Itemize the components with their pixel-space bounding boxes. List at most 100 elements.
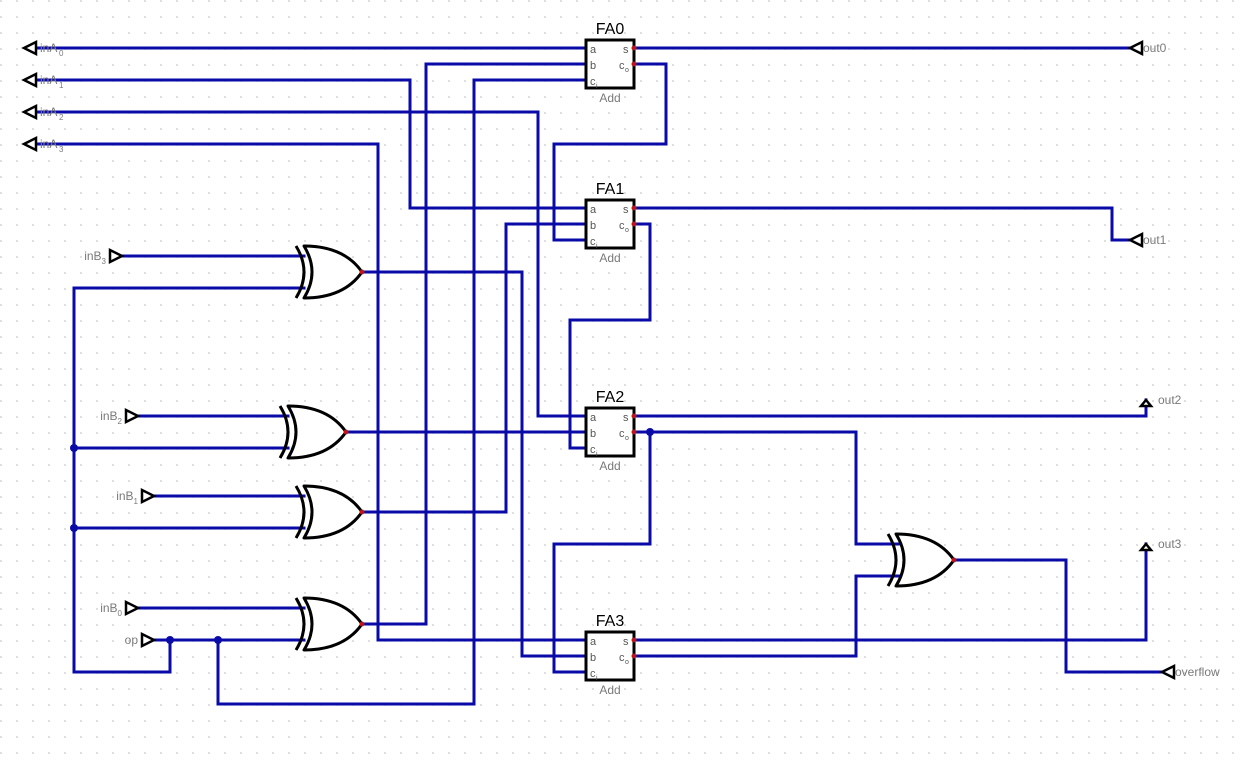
adder-port-a: a: [590, 636, 597, 648]
adder-title: FA2: [596, 389, 625, 406]
adder-port-s: s: [623, 412, 629, 424]
pin-name: inB: [116, 489, 133, 503]
adder-port-ci: c: [590, 444, 596, 456]
wire-inA1[interactable]: [30, 78, 588, 210]
adder-port-ci-sub: i: [596, 83, 598, 90]
pin-op[interactable]: op: [125, 631, 157, 649]
pin-name: inB: [100, 601, 117, 615]
junction-dot: [214, 636, 222, 644]
pin-subscript: 0: [118, 609, 123, 618]
pin-label: inA: [40, 73, 57, 87]
pin-inB3[interactable]: inB3: [84, 247, 125, 266]
pin-out2[interactable]: out2: [1138, 393, 1182, 408]
adder-fa0[interactable]: FA0 a b c i s c o Add: [584, 21, 637, 105]
pin-label: out2: [1158, 393, 1182, 407]
pin-subscript: 2: [59, 113, 64, 122]
adder-port-s: s: [623, 44, 629, 56]
adder-port-co: c: [619, 60, 625, 72]
pin-subscript: 3: [102, 257, 107, 266]
pin-label: inA: [40, 41, 57, 55]
pin-inA2[interactable]: inA 2: [21, 103, 64, 122]
adder-port-ci-sub: i: [596, 243, 598, 250]
adder-kind: Add: [599, 459, 620, 473]
adder-port-co: c: [619, 428, 625, 440]
xor-gate-1[interactable]: [294, 484, 365, 540]
adder-port-s: s: [623, 636, 629, 648]
adder-port-ci: c: [590, 76, 596, 88]
adder-fa2[interactable]: FA2 a b c i s c o Add: [584, 389, 637, 473]
pin-overflow[interactable]: overflow: [1159, 663, 1220, 681]
pin-label: inA: [40, 137, 57, 151]
pin-subscript: 0: [59, 49, 64, 58]
pin-label: inA: [40, 105, 57, 119]
adder-port-ci: c: [590, 668, 596, 680]
adder-port-co-sub: o: [625, 659, 629, 666]
pin-label: inB3: [84, 249, 106, 266]
pin-subscript: 1: [134, 497, 139, 506]
wire-op-carry[interactable]: [216, 78, 588, 706]
wire-carry3[interactable]: [632, 574, 900, 658]
xor-gate-0[interactable]: [294, 596, 365, 652]
wire-inA2[interactable]: [30, 110, 588, 418]
pin-out0[interactable]: out0: [1127, 39, 1167, 57]
pin-subscript: 2: [118, 417, 123, 426]
wire-carry1[interactable]: [568, 222, 652, 450]
xor-gate-2[interactable]: [278, 404, 349, 460]
adder-port-a: a: [590, 412, 597, 424]
wire-sum3[interactable]: [632, 542, 1148, 642]
adder-title: FA0: [596, 21, 625, 38]
pin-inB2[interactable]: inB2: [100, 407, 141, 426]
adder-port-co: c: [619, 652, 625, 664]
junction-dot: [166, 636, 174, 644]
adder-port-co-sub: o: [625, 67, 629, 74]
junction-dot: [70, 444, 78, 452]
pin-inB1[interactable]: inB1: [116, 487, 157, 506]
pin-name: inB: [84, 249, 101, 263]
wire-op-bus[interactable]: [72, 286, 306, 674]
adder-port-b: b: [590, 60, 596, 72]
pin-label: overflow: [1175, 665, 1220, 679]
adder-port-ci-sub: i: [596, 451, 598, 458]
wire-sum1[interactable]: [632, 206, 1132, 242]
wire-carry0[interactable]: [552, 62, 668, 242]
adder-port-co: c: [619, 220, 625, 232]
adder-port-b: b: [590, 652, 596, 664]
pin-label: out0: [1143, 41, 1167, 55]
pin-inA1[interactable]: inA 1: [21, 71, 64, 90]
adder-title: FA1: [596, 181, 625, 198]
pin-out3[interactable]: out3: [1138, 537, 1182, 552]
adder-port-ci-sub: i: [596, 675, 598, 682]
pin-name: inB: [100, 409, 117, 423]
adder-kind: Add: [599, 91, 620, 105]
junction-dot: [70, 524, 78, 532]
pin-inA0[interactable]: inA 0: [21, 39, 64, 58]
wire-xor1-out[interactable]: [360, 222, 588, 514]
wire-carry2[interactable]: [552, 430, 900, 674]
pin-label: inB2: [100, 409, 122, 426]
pin-out1[interactable]: out1: [1127, 231, 1167, 249]
junction-dot: [646, 428, 654, 436]
pin-inB0[interactable]: inB0: [100, 599, 141, 618]
adder-fa3[interactable]: FA3 a b c i s c o Add: [584, 613, 637, 697]
pin-label: inB0: [100, 601, 122, 618]
adder-port-b: b: [590, 428, 596, 440]
pin-subscript: 1: [59, 81, 64, 90]
adder-port-b: b: [590, 220, 596, 232]
pin-label: op: [125, 633, 139, 647]
xor-gate-3[interactable]: [294, 244, 365, 300]
wires: [30, 46, 1164, 706]
adder-fa1[interactable]: FA1 a b c i s c o Add: [584, 181, 637, 265]
xor-gate-overflow[interactable]: [886, 532, 957, 588]
wire-inA3[interactable]: [30, 142, 588, 642]
adder-port-s: s: [623, 204, 629, 216]
wire-xor0-out[interactable]: [360, 62, 588, 626]
adder-port-co-sub: o: [625, 435, 629, 442]
pin-label: out3: [1158, 537, 1182, 551]
pin-label: inB1: [116, 489, 138, 506]
pin-inA3[interactable]: inA 3: [21, 135, 64, 154]
wire-overflow[interactable]: [952, 558, 1164, 674]
pin-subscript: 3: [59, 145, 64, 154]
adder-kind: Add: [599, 683, 620, 697]
pin-label: out1: [1143, 233, 1167, 247]
